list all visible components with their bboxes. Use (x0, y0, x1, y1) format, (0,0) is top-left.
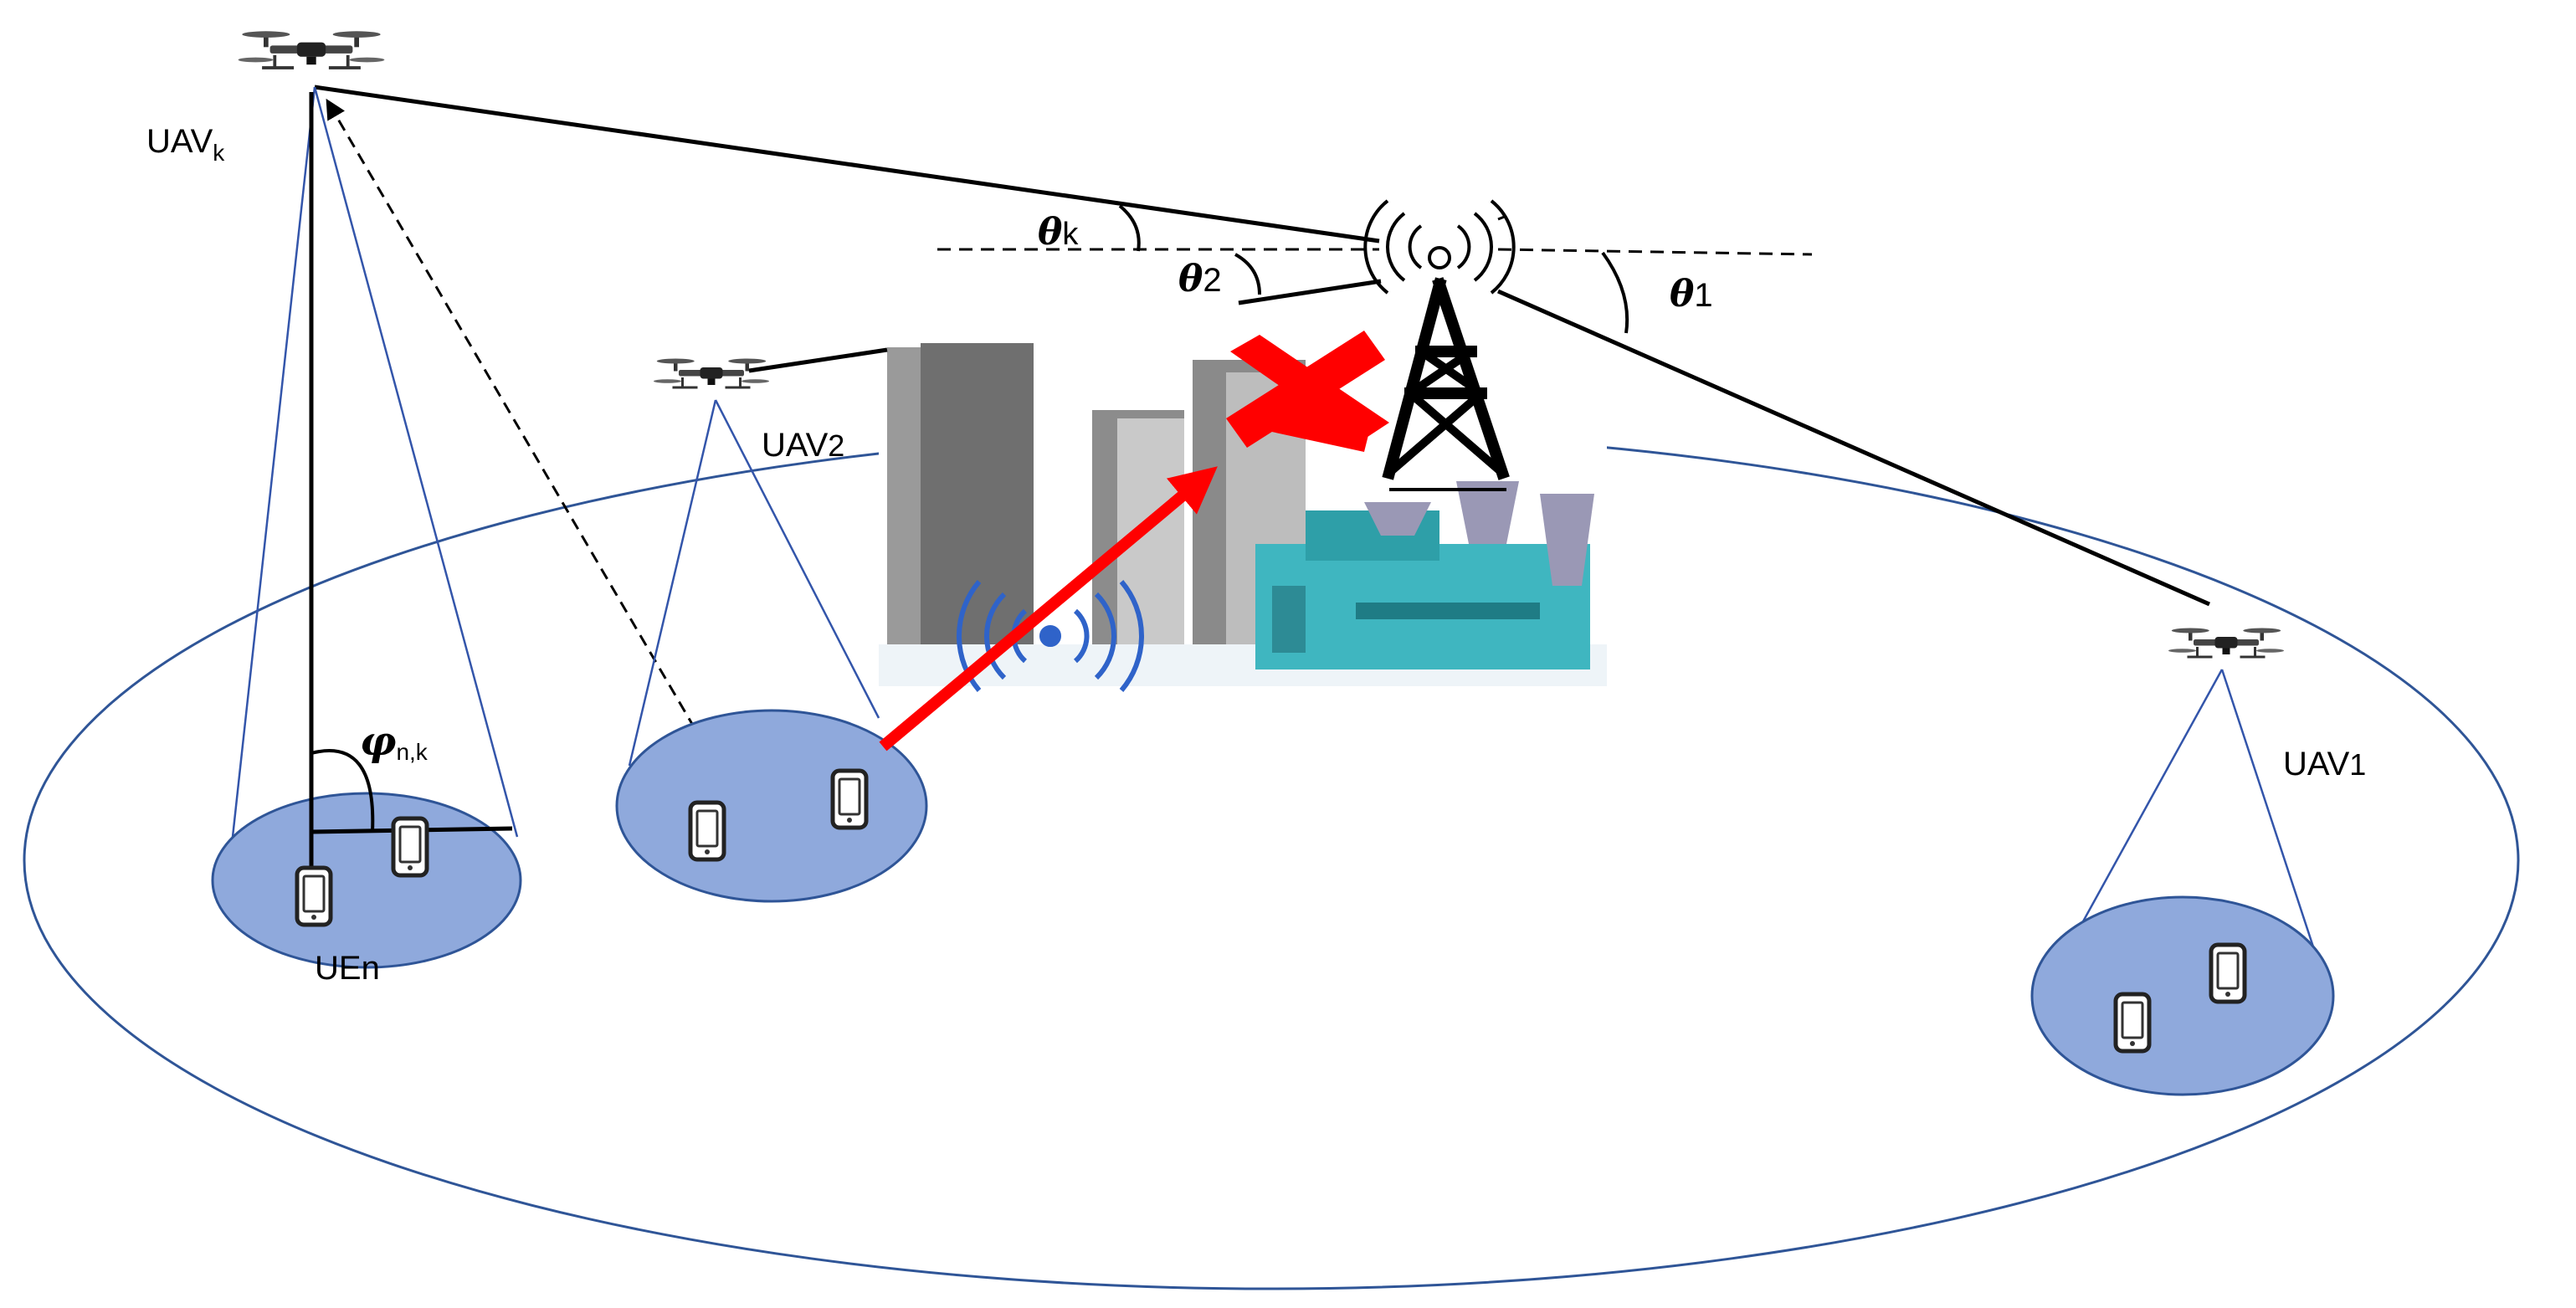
drone-icon-uav-2 (654, 358, 769, 389)
link-bs-uav-1 (1496, 289, 2211, 607)
phone-icon (393, 818, 427, 875)
blocked-signal-arrow (879, 466, 1218, 751)
uav-k-ground-cell (211, 792, 522, 969)
uav-1-ground-cell (2030, 895, 2335, 1096)
link-bs-uav-k (314, 85, 1380, 244)
cell-tower-icon (1363, 199, 1516, 491)
phone-icon (690, 803, 724, 859)
uav-2-ground-cell (615, 709, 928, 903)
uav-k-coverage-cone (231, 86, 519, 838)
drone-icon-uav-k (238, 31, 385, 69)
link-bs-uav-2 (748, 347, 888, 373)
angle-arc-theta-2 (1234, 253, 1261, 295)
phone-icon (2211, 945, 2245, 1002)
label-theta-k: θk (1038, 211, 1079, 254)
label-theta-2: θ2 (1178, 258, 1222, 300)
building-icon (887, 343, 1034, 644)
phone-icon (833, 771, 866, 828)
label-uav-2: UAV2 (762, 427, 844, 464)
drone-icon-uav-1 (2168, 628, 2284, 659)
phone-icon (2116, 994, 2149, 1051)
blocked-x-icon (1226, 331, 1389, 452)
uav-2-coverage-cone (628, 399, 880, 767)
angle-arc-phi (310, 749, 375, 833)
angle-arc-theta-1 (1601, 251, 1629, 334)
city-backdrop (879, 335, 1607, 692)
dashed-link-ue-to-uav-k (326, 98, 726, 779)
angle-arc-theta-k (1118, 204, 1141, 252)
link-bs-uav-2-upper (1238, 279, 1382, 305)
label-ue-n: UEn (315, 950, 380, 987)
label-theta-1: θ1 (1670, 273, 1713, 315)
label-uav-1: UAV1 (2283, 746, 2366, 782)
reference-line-right (1497, 248, 1813, 256)
phone-icon-ue-n (297, 868, 331, 925)
label-uav-k: UAVk (146, 123, 225, 166)
label-phi-n-k: φn,k (360, 718, 428, 765)
factory-icon (1255, 481, 1594, 669)
